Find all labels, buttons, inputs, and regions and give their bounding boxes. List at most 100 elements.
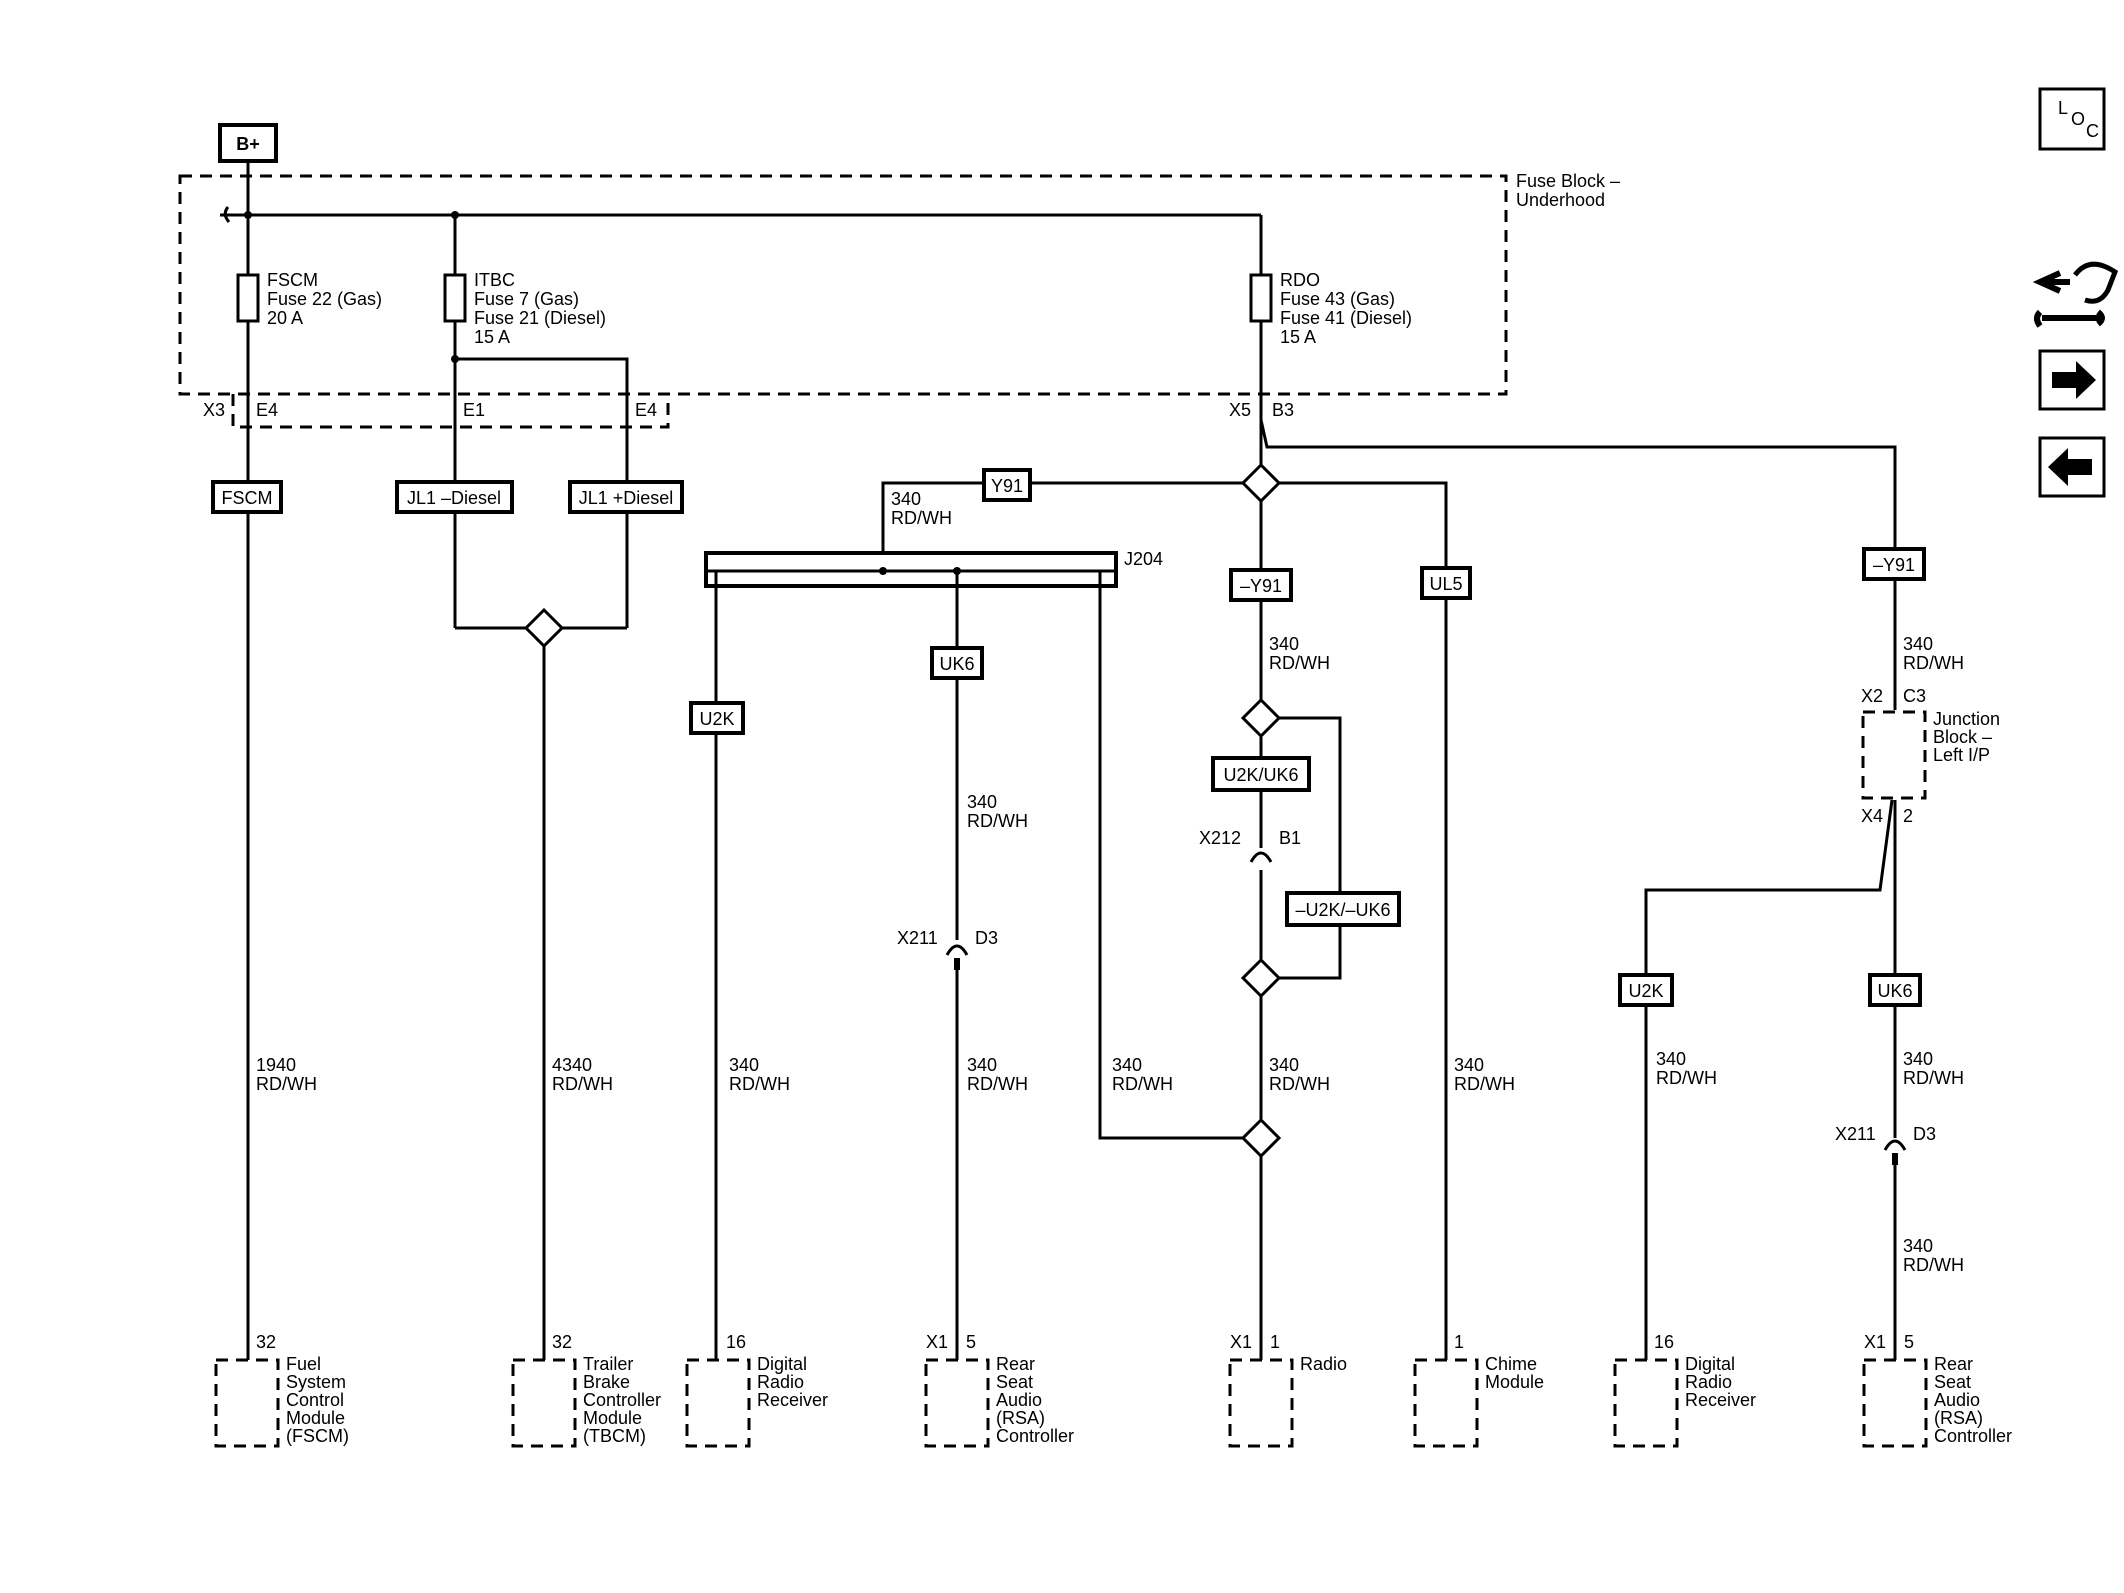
component-tbcm: 32 Trailer Brake Controller Module (TBCM… xyxy=(511,1332,661,1448)
option-ul5: UL5 xyxy=(1420,566,1472,600)
svg-text:JL1 +Diesel: JL1 +Diesel xyxy=(579,488,674,508)
svg-text:Controller: Controller xyxy=(1934,1426,2012,1446)
radio-splice-middle xyxy=(1240,957,1282,999)
battery-terminal: B+ xyxy=(218,123,278,163)
chime-wire-color: RD/WH xyxy=(1454,1074,1515,1094)
junction-block-label: Junction xyxy=(1933,709,2000,729)
svg-text:U2K: U2K xyxy=(699,709,734,729)
svg-text:–Y91: –Y91 xyxy=(1240,576,1282,596)
x2-label: X2 xyxy=(1861,686,1883,706)
radio-upper-wire-color: RD/WH xyxy=(1269,653,1330,673)
svg-text:UK6: UK6 xyxy=(939,654,974,674)
svg-text:–U2K/–UK6: –U2K/–UK6 xyxy=(1295,900,1390,920)
x211-left-pin: D3 xyxy=(975,928,998,948)
jb-feed-wire-color: RD/WH xyxy=(1903,653,1964,673)
connector-end-view-icon[interactable] xyxy=(2032,261,2119,328)
svg-text:Control: Control xyxy=(286,1390,344,1410)
svg-text:(RSA): (RSA) xyxy=(1934,1408,1983,1428)
radio-lower-circuit: 340 xyxy=(1269,1055,1299,1075)
rdo-splice-top xyxy=(1240,462,1282,504)
tbcm-splice xyxy=(523,607,565,649)
component-rsa-controller-left: X1 5 Rear Seat Audio (RSA) Controller xyxy=(924,1332,1074,1448)
svg-text:(FSCM): (FSCM) xyxy=(286,1426,349,1446)
option-y91: Y91 xyxy=(982,468,1032,502)
y91-circuit: 340 xyxy=(891,489,921,509)
fuse-block-label-2: Underhood xyxy=(1516,190,1605,210)
svg-text:B+: B+ xyxy=(236,134,260,154)
svg-text:Rear: Rear xyxy=(1934,1354,1973,1374)
radio-splice-upper xyxy=(1240,697,1282,739)
x3-connector xyxy=(231,394,670,429)
component-rsa-controller-right: X1 5 Rear Seat Audio (RSA) Controller xyxy=(1862,1332,2012,1448)
drr-right-wire-color: RD/WH xyxy=(1656,1068,1717,1088)
svg-text:X1: X1 xyxy=(1230,1332,1252,1352)
itbc-fuse-rating: 15 A xyxy=(474,327,510,347)
svg-text:U2K/UK6: U2K/UK6 xyxy=(1223,765,1298,785)
fscm-fuse-name: FSCM xyxy=(267,270,318,290)
svg-text:Audio: Audio xyxy=(1934,1390,1980,1410)
option-not-y91: –Y91 xyxy=(1229,568,1293,602)
component-fscm: 32 Fuel System Control Module (FSCM) xyxy=(214,1332,349,1448)
x211-right-pin: D3 xyxy=(1913,1124,1936,1144)
rdo-fuse-number-gas: Fuse 43 (Gas) xyxy=(1280,289,1395,309)
svg-text:Controller: Controller xyxy=(996,1426,1074,1446)
svg-text:Trailer: Trailer xyxy=(583,1354,633,1374)
loc-icon[interactable]: L O C xyxy=(2038,87,2106,151)
x4-label: X4 xyxy=(1861,806,1883,826)
x3-label: X3 xyxy=(203,400,225,420)
svg-text:Chime: Chime xyxy=(1485,1354,1537,1374)
drr-right-circuit: 340 xyxy=(1656,1049,1686,1069)
forward-arrow-icon[interactable] xyxy=(2038,349,2106,411)
svg-text:Digital: Digital xyxy=(757,1354,807,1374)
svg-text:Seat: Seat xyxy=(1934,1372,1971,1392)
x5-pin-b3: B3 xyxy=(1272,400,1294,420)
option-uk6-right: UK6 xyxy=(1868,973,1922,1007)
itbc-fuse xyxy=(443,273,467,323)
svg-text:Brake: Brake xyxy=(583,1372,630,1392)
component-radio: X1 1 Radio xyxy=(1228,1332,1347,1448)
option-not-u2k-uk6: –U2K/–UK6 xyxy=(1285,891,1401,927)
svg-text:Rear: Rear xyxy=(996,1354,1035,1374)
fscm-fuse xyxy=(236,273,260,323)
svg-text:32: 32 xyxy=(256,1332,276,1352)
component-chime-module: 1 Chime Module xyxy=(1413,1332,1544,1448)
itbc-fuse-name: ITBC xyxy=(474,270,515,290)
option-uk6-left: UK6 xyxy=(930,646,984,680)
svg-text:O: O xyxy=(2071,109,2085,129)
svg-text:JL1 –Diesel: JL1 –Diesel xyxy=(407,488,501,508)
svg-text:Module: Module xyxy=(583,1408,642,1428)
svg-text:Audio: Audio xyxy=(996,1390,1042,1410)
svg-text:1: 1 xyxy=(1454,1332,1464,1352)
option-jl1-plus-diesel: JL1 +Diesel xyxy=(568,480,684,514)
svg-text:Digital: Digital xyxy=(1685,1354,1735,1374)
svg-text:Fuel: Fuel xyxy=(286,1354,321,1374)
rsa-right-upper-wire-color: RD/WH xyxy=(1903,1068,1964,1088)
x4-pin: 2 xyxy=(1903,806,1913,826)
back-arrow-icon[interactable] xyxy=(2038,436,2106,498)
option-u2k-right: U2K xyxy=(1618,973,1674,1007)
fscm-wire-color: RD/WH xyxy=(256,1074,317,1094)
x212-label: X212 xyxy=(1199,828,1241,848)
svg-text:Module: Module xyxy=(1485,1372,1544,1392)
x5-label: X5 xyxy=(1229,400,1251,420)
itbc-fuse-number-gas: Fuse 7 (Gas) xyxy=(474,289,579,309)
rdo-fuse-number-diesel: Fuse 41 (Diesel) xyxy=(1280,308,1412,328)
option-u2k-left: U2K xyxy=(689,701,745,735)
option-not-y91-right: –Y91 xyxy=(1862,547,1926,581)
radio-splice-lower xyxy=(1240,1117,1282,1159)
component-digital-radio-receiver-left: 16 Digital Radio Receiver xyxy=(685,1332,828,1448)
j204-drop-circuit: 340 xyxy=(1112,1055,1142,1075)
svg-text:(RSA): (RSA) xyxy=(996,1408,1045,1428)
svg-text:Receiver: Receiver xyxy=(1685,1390,1756,1410)
rsa-right-upper-circuit: 340 xyxy=(1903,1049,1933,1069)
fscm-fuse-number: Fuse 22 (Gas) xyxy=(267,289,382,309)
chime-circuit: 340 xyxy=(1454,1055,1484,1075)
svg-text:5: 5 xyxy=(966,1332,976,1352)
tbcm-wire-color: RD/WH xyxy=(552,1074,613,1094)
rsa-right-lower-circuit: 340 xyxy=(1903,1236,1933,1256)
j204-label: J204 xyxy=(1124,549,1163,569)
fuse-block-label: Fuse Block – xyxy=(1516,171,1620,191)
x2-pin-c3: C3 xyxy=(1903,686,1926,706)
svg-text:Radio: Radio xyxy=(1300,1354,1347,1374)
